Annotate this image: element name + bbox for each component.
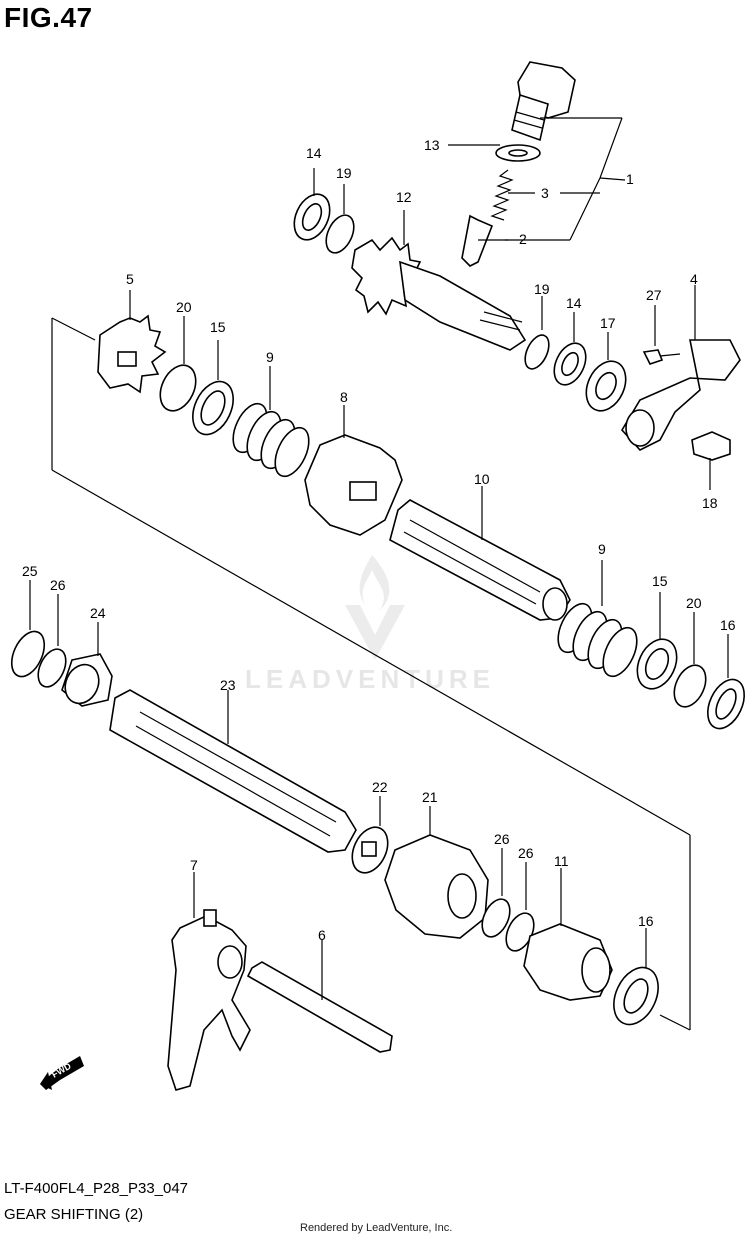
callout-10: 10 (474, 471, 490, 487)
callout-25: 25 (22, 563, 38, 579)
part-9-spring-right (557, 560, 638, 678)
watermark-logo: LEADVENTURE (245, 555, 495, 694)
callout-15-left: 15 (210, 319, 226, 335)
part-16-washer-upper (707, 634, 745, 730)
part-15-washer-right (636, 592, 678, 690)
callout-3: 3 (541, 185, 549, 201)
callout-17: 17 (600, 315, 616, 331)
part-26-circlip-left (37, 594, 67, 688)
callout-14-right: 14 (566, 295, 582, 311)
callout-1: 1 (626, 171, 634, 187)
part-22-plate (351, 796, 389, 874)
part-2-pin (461, 214, 494, 267)
diagram-name: GEAR SHIFTING (2) (4, 1206, 144, 1223)
callout-16-upper: 16 (720, 617, 736, 633)
assembly-frame (51, 317, 691, 1031)
part-16-washer-lower (613, 928, 659, 1026)
part-24-bushing (61, 622, 113, 707)
callout-26-lower-1: 26 (494, 831, 510, 847)
part-20-circlip-left (159, 316, 197, 412)
callout-12: 12 (396, 189, 412, 205)
watermark-text: LEADVENTURE (245, 664, 495, 694)
callout-23: 23 (220, 677, 236, 693)
part-14-washer-right (553, 312, 587, 386)
part-12-shift-shaft (351, 210, 527, 351)
part-10-shaft (389, 486, 571, 621)
callout-26-left: 26 (50, 577, 66, 593)
part-19-circlip-right (524, 296, 550, 370)
part-9-spring-left (232, 366, 310, 478)
forward-direction-badge: FWD (40, 1056, 84, 1090)
callout-20-left: 20 (176, 299, 192, 315)
part-21-shift-drum (384, 806, 489, 939)
part-14-washer-upper (293, 168, 331, 241)
part-23-shift-drum-shaft (109, 689, 357, 853)
part-20-circlip-right (673, 612, 707, 708)
callout-4: 4 (690, 271, 698, 287)
figure-title: FIG.47 (4, 2, 93, 33)
callout-labels: 1 2 3 4 5 6 7 8 9 9 10 11 12 13 14 14 15… (22, 137, 736, 943)
part-26-circlip-lower-2 (505, 862, 535, 952)
part-13-washer (495, 144, 541, 162)
part-8-shift-cam (304, 405, 403, 536)
part-25-circlip (10, 580, 46, 678)
part-7-shift-fork (167, 872, 251, 1091)
part-11-bushing (523, 868, 613, 1001)
callout-20-right: 20 (686, 595, 702, 611)
callout-24: 24 (90, 605, 106, 621)
callout-19-right: 19 (534, 281, 550, 297)
callout-5: 5 (126, 271, 134, 287)
callout-22: 22 (372, 779, 388, 795)
part-3-spring (490, 169, 514, 221)
callout-7: 7 (190, 857, 198, 873)
callout-16-lower: 16 (638, 913, 654, 929)
callout-18: 18 (702, 495, 718, 511)
part-19-circlip-upper (325, 184, 355, 254)
callout-11: 11 (554, 853, 569, 869)
callout-8: 8 (340, 389, 348, 405)
callout-27: 27 (646, 287, 662, 303)
callout-15-right: 15 (652, 573, 668, 589)
part-17-bearing (585, 332, 627, 412)
part-4-shift-arm (621, 285, 741, 451)
callout-21: 21 (422, 789, 438, 805)
callout-6: 6 (318, 927, 326, 943)
callout-26-lower-2: 26 (518, 845, 534, 861)
diagram-code: LT-F400FL4_P28_P33_047 (4, 1180, 189, 1197)
part-15-washer-left (192, 340, 234, 436)
part-6-fork-shaft (246, 940, 393, 1053)
callout-14-upper: 14 (306, 145, 322, 161)
callout-19-upper: 19 (336, 165, 352, 181)
part-27-small-screw (642, 305, 681, 365)
part-18-bolt (691, 431, 731, 490)
part-1-bolt (511, 61, 576, 142)
part-26-circlip-lower-1 (481, 848, 511, 938)
part-5-gear-segment (97, 290, 167, 394)
rendered-by-credit: Rendered by LeadVenture, Inc. (300, 1222, 453, 1234)
callout-13: 13 (424, 137, 440, 153)
callout-2: 2 (519, 231, 527, 247)
callout-9-left: 9 (266, 349, 274, 365)
callout-9-right: 9 (598, 541, 606, 557)
part-1-bracket-lines (448, 117, 626, 241)
